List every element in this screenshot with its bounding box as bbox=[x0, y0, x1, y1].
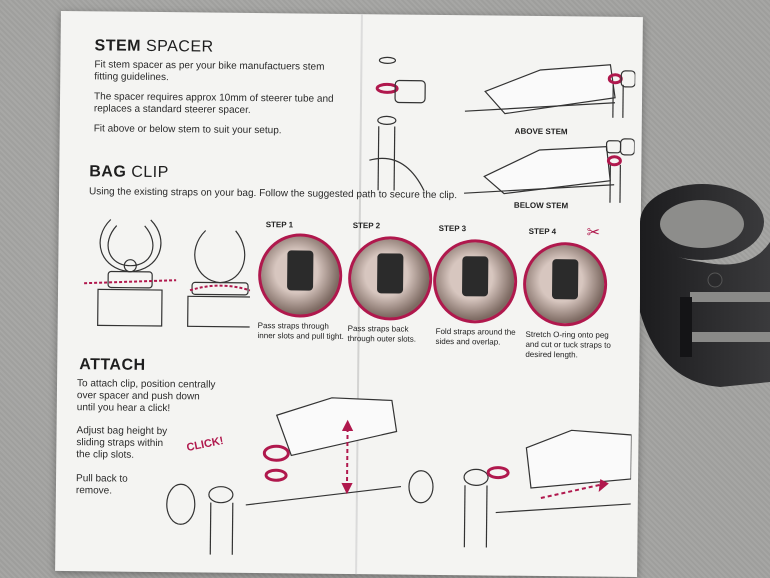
above-stem-label: ABOVE STEM bbox=[515, 127, 568, 137]
stem-line-2: fitting guidelines. bbox=[94, 71, 169, 84]
heading-bold: BAG bbox=[89, 163, 127, 181]
scissors-icon: ✂ bbox=[586, 224, 601, 242]
stem-diagrams: ABOVE STEM BELOW STEM bbox=[369, 56, 636, 211]
attach-line-7: Pull back to bbox=[75, 473, 128, 485]
heading-light: CLIP bbox=[131, 163, 169, 182]
step-2-photo bbox=[347, 235, 433, 321]
stem-line-5: Fit above or below stem to suit your set… bbox=[93, 123, 282, 137]
step-4-title: STEP 4 bbox=[528, 226, 557, 237]
attach-line-8: remove. bbox=[75, 485, 113, 497]
attach-line-5: sliding straps within bbox=[76, 437, 164, 450]
step-3-caption: Fold straps around the sides and overlap… bbox=[435, 326, 516, 347]
heading-light: SPACER bbox=[145, 37, 214, 56]
step-2-caption: Pass straps back through outer slots. bbox=[347, 323, 417, 344]
step-3-photo bbox=[432, 238, 518, 324]
above-stem-illustration bbox=[464, 64, 636, 118]
step-2-title: STEP 2 bbox=[352, 221, 381, 231]
bag-clip-intro: Using the existing straps on your bag. F… bbox=[88, 186, 458, 202]
attach-heading: ATTACH bbox=[79, 356, 146, 374]
step-1-caption: Pass straps through inner slots and pull… bbox=[257, 321, 344, 341]
step-3-title: STEP 3 bbox=[438, 223, 467, 234]
stem-line-4: replaces a standard steerer spacer. bbox=[93, 103, 251, 116]
below-stem-illustration bbox=[464, 138, 636, 203]
black-stem-mount bbox=[640, 184, 770, 387]
clip-strap-diagrams bbox=[84, 219, 251, 328]
bag-clip-heading: BAG CLIP bbox=[89, 163, 169, 182]
step-1-photo bbox=[257, 233, 343, 318]
attach-line-6: the clip slots. bbox=[76, 449, 135, 461]
instruction-leaflet: STEM SPACER Fit stem spacer as per your … bbox=[55, 10, 643, 578]
step-4-caption: Stretch O-ring onto peg and cut or tuck … bbox=[525, 329, 611, 360]
stem-spacer-heading: STEM SPACER bbox=[94, 37, 213, 56]
attach-diagrams bbox=[166, 397, 633, 555]
exploded-stem-illustration bbox=[369, 56, 426, 192]
step-1-title: STEP 1 bbox=[265, 220, 294, 230]
below-stem-label: BELOW STEM bbox=[514, 201, 569, 211]
step-4-photo bbox=[522, 241, 608, 327]
heading-bold: STEM bbox=[94, 37, 142, 55]
